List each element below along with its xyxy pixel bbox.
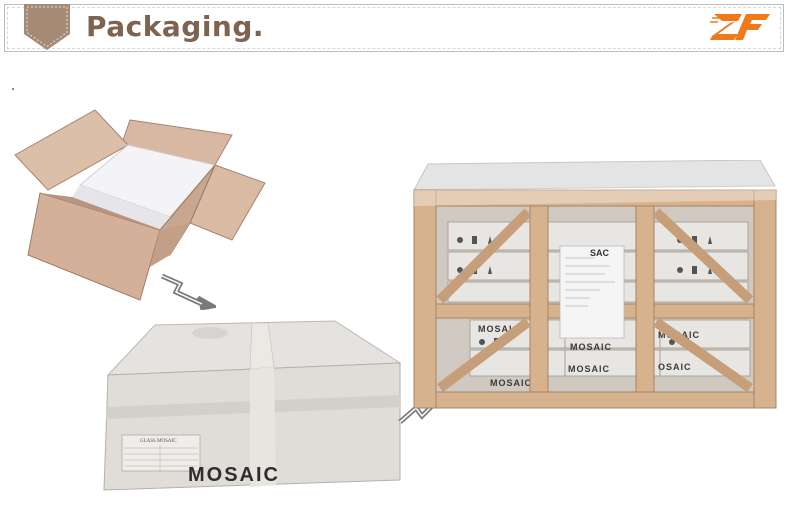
pallet-label: MOSAIC xyxy=(568,364,610,374)
pallet-label: MOSAIC xyxy=(490,378,532,388)
header-border xyxy=(7,7,781,49)
pallet-tag-text: SAC xyxy=(590,248,610,258)
box-stamp-text: MOSAIC xyxy=(188,464,280,486)
zf-logo-icon xyxy=(710,14,770,40)
pallet-label: MOSAIC xyxy=(570,342,612,352)
section-header xyxy=(4,4,784,52)
closed-carton-photo: GLASS MOSAIC MOSAIC xyxy=(103,320,402,491)
sticker-title: GLASS MOSAIC xyxy=(140,439,177,444)
page-title: Packaging. xyxy=(86,10,265,43)
open-carton-photo xyxy=(14,109,266,301)
pallet-label: OSAIC xyxy=(658,362,692,372)
pallet-label: MOSAIC xyxy=(478,324,520,334)
stray-pixel xyxy=(12,88,14,90)
shield-ribbon-icon xyxy=(24,4,70,50)
wrapped-pallet-photo: MOSAIC MOSAIC MOSAIC MOSAIC MOSAIC OSAIC… xyxy=(413,160,777,409)
zigzag-arrow-icon xyxy=(160,273,216,310)
